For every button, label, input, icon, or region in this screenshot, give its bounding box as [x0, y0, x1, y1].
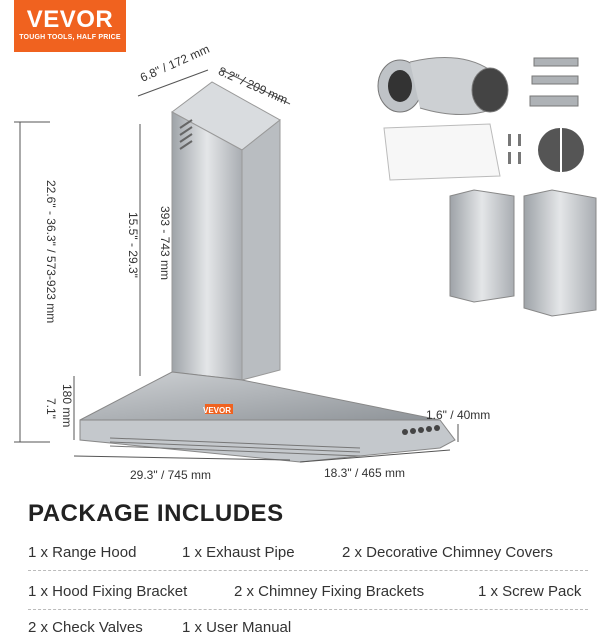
dim-hood-height: 180 mm	[60, 384, 74, 428]
package-item: 2 x Check Valves	[28, 619, 143, 636]
vevor-logo: VEVOR TOUGH TOOLS, HALF PRICE	[14, 0, 126, 52]
divider	[28, 609, 588, 610]
chimney-covers	[449, 189, 597, 317]
dim-depth: 18.3" / 465 mm	[324, 466, 405, 480]
hood-brand-label: VEVOR	[203, 406, 232, 415]
package-item: 1 x Exhaust Pipe	[182, 544, 295, 561]
control-buttons	[402, 425, 440, 435]
logo-name: VEVOR	[26, 6, 114, 33]
dim-chimney-height: 15.5" - 29.3"	[126, 212, 140, 278]
hood-badge	[205, 404, 233, 414]
package-item: 2 x Decorative Chimney Covers	[342, 544, 553, 561]
package-item: 1 x Range Hood	[28, 544, 137, 561]
dim-width: 29.3" / 745 mm	[130, 468, 211, 482]
dim-edge-thickness: 1.6" / 40mm	[426, 408, 491, 422]
logo-tagline: TOUGH TOOLS, HALF PRICE	[19, 34, 121, 41]
dim-total-height: 22.6" - 36.3" / 573-923 mm	[44, 180, 58, 324]
exhaust-pipe	[377, 57, 509, 116]
chimney	[171, 81, 281, 381]
user-manual	[383, 123, 501, 181]
package-title: PACKAGE INCLUDES	[28, 500, 284, 527]
check-valves	[538, 128, 584, 172]
fixing-brackets	[529, 57, 579, 107]
package-item: 1 x Screw Pack	[478, 583, 582, 600]
dim-hood-height-in: 7.1"	[44, 398, 58, 419]
dim-chimney-height-mm: 393 - 743 mm	[158, 206, 172, 281]
product-illustration	[14, 57, 597, 463]
hood-filter	[109, 437, 361, 457]
hood-body	[79, 371, 456, 463]
chimney-vents	[179, 119, 193, 150]
package-item: 1 x User Manual	[182, 619, 292, 636]
divider	[28, 570, 588, 571]
dimension-lines	[14, 69, 459, 463]
package-item: 1 x Hood Fixing Bracket	[28, 583, 188, 600]
package-item: 2 x Chimney Fixing Brackets	[234, 583, 425, 600]
screw-pack	[508, 134, 521, 164]
